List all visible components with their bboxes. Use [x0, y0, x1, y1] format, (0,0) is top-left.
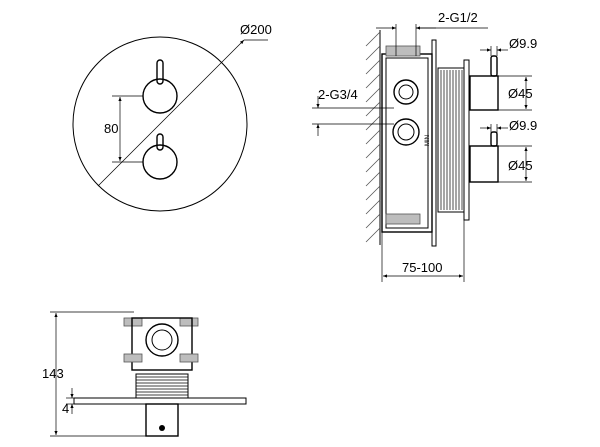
left-lug-bottom — [123, 353, 143, 363]
bottom-stem-label: Ø9.9 — [509, 118, 537, 133]
height-label: 143 — [42, 366, 64, 381]
right-lug-bottom — [179, 353, 199, 363]
cover-plate-circle — [72, 36, 248, 212]
bottom-handle-stem-side — [490, 131, 498, 147]
side-view: MIN 2-G1/2 2 — [312, 10, 537, 282]
body-marking: MIN — [425, 135, 431, 146]
bottom-handle-lever — [156, 133, 164, 151]
top-handle-lever — [156, 59, 164, 85]
outlet-label: 2-G1/2 — [438, 10, 478, 25]
spacing-label: 80 — [104, 121, 118, 136]
depth-label: 75-100 — [402, 260, 442, 275]
inlet-label: 2-G3/4 — [318, 87, 358, 102]
bottom-handle-side — [469, 145, 499, 183]
bottom-handle — [145, 403, 179, 437]
bottom-lug — [385, 213, 421, 225]
top-stem-label: Ø9.9 — [509, 36, 537, 51]
front-view: Ø200 80 — [72, 22, 272, 212]
bottom-thread-lines — [136, 376, 188, 396]
lower-port-outer — [392, 118, 420, 146]
diameter-label: Ø200 — [240, 22, 272, 37]
bottom-body-port — [145, 323, 179, 357]
bottom-view: 143 4 — [42, 311, 247, 437]
top-dia-label: Ø45 — [508, 86, 533, 101]
bottom-dia-label: Ø45 — [508, 158, 533, 173]
valve-body-inner — [385, 57, 429, 229]
side-cover-plate — [431, 39, 437, 247]
bottom-body — [131, 317, 193, 371]
bottom-handle-screw — [159, 425, 165, 431]
wall-hatch — [365, 31, 381, 243]
top-handle-side — [469, 75, 499, 111]
plate-label: 4 — [62, 401, 69, 416]
bottom-cover-plate — [73, 397, 247, 405]
lower-port-inner — [397, 123, 415, 141]
upper-port-outer — [393, 79, 419, 105]
threaded-sleeve — [437, 67, 465, 213]
top-handle-stem-side — [490, 55, 498, 77]
outer-plate-edge — [463, 59, 470, 221]
upper-port-inner — [398, 84, 414, 100]
left-lug-top — [123, 317, 143, 327]
bottom-body-port-inner — [151, 329, 173, 351]
right-lug-top — [179, 317, 199, 327]
thread-lines — [440, 70, 463, 210]
top-lug — [385, 45, 421, 57]
